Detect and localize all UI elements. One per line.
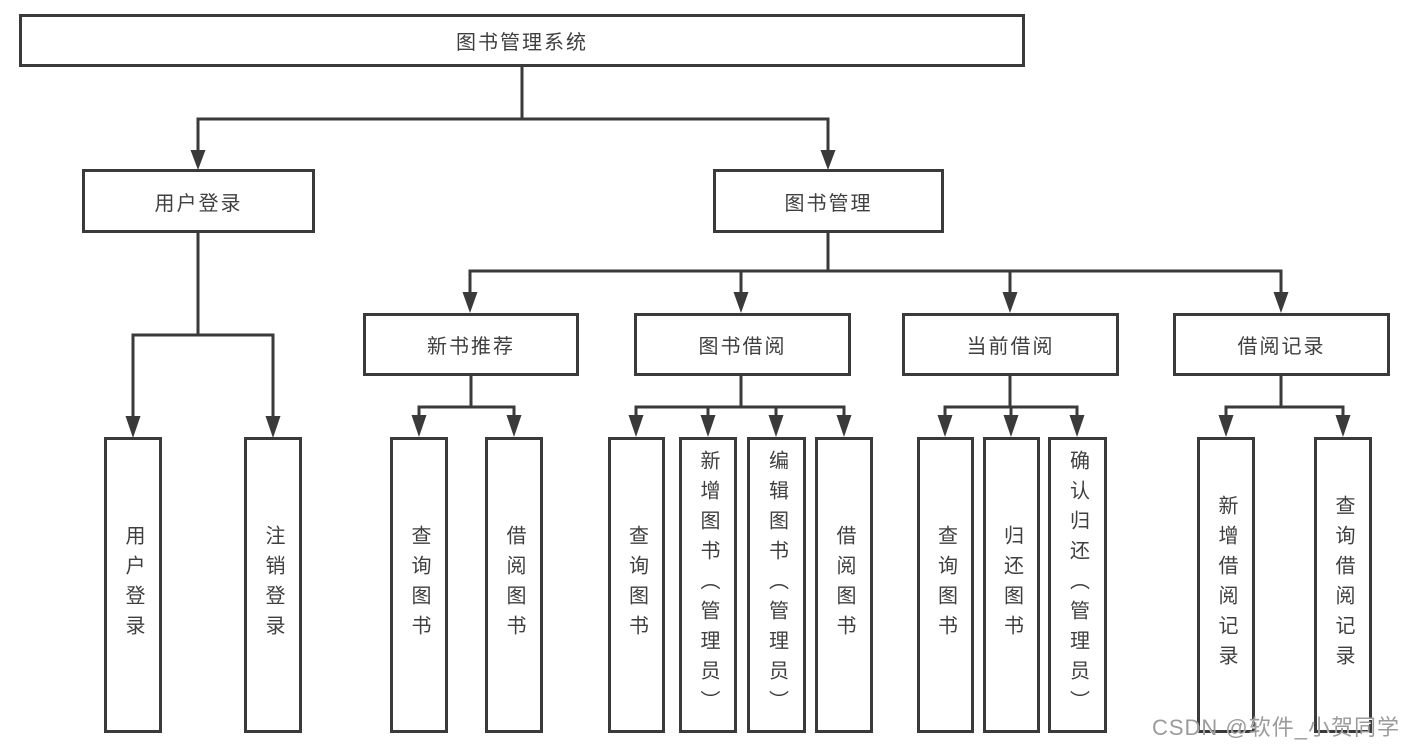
arrowhead bbox=[506, 415, 522, 437]
leaf-confirm-return-admin: 确认归还（管理员） bbox=[1048, 437, 1107, 733]
arrowhead bbox=[733, 292, 749, 313]
watermark: CSDN @软件_小贺同学 bbox=[1151, 715, 1400, 740]
leaf-query-borrow-record: 查询借阅记录 bbox=[1314, 437, 1372, 733]
arrowhead bbox=[700, 415, 716, 437]
node-book-management: 图书管理 bbox=[713, 169, 944, 233]
leaf-logout: 注销登录 bbox=[244, 437, 302, 733]
node-user-login: 用户登录 bbox=[82, 169, 315, 233]
leaf-return-books: 归还图书 bbox=[983, 437, 1040, 733]
leaf-add-borrow-record: 新增借阅记录 bbox=[1197, 437, 1255, 733]
node-borrow-records: 借阅记录 bbox=[1173, 313, 1390, 376]
node-new-book-recommend: 新书推荐 bbox=[363, 313, 579, 376]
arrowhead bbox=[1069, 415, 1085, 437]
arrowhead bbox=[1273, 292, 1289, 313]
node-current-borrow: 当前借阅 bbox=[902, 313, 1119, 376]
arrowhead bbox=[190, 150, 206, 170]
arrowhead bbox=[628, 415, 644, 437]
connector-current-to-leaves bbox=[937, 376, 1085, 437]
arrowhead bbox=[1335, 415, 1351, 437]
leaf-query-books-3: 查询图书 bbox=[917, 437, 974, 733]
node-root: 图书管理系统 bbox=[19, 14, 1025, 67]
connector-bookmgmt-to-level3 bbox=[462, 233, 1289, 313]
arrowhead bbox=[265, 416, 281, 438]
arrowhead bbox=[1003, 415, 1019, 437]
arrowhead bbox=[768, 415, 784, 437]
connector-records-to-leaves bbox=[1218, 376, 1351, 437]
connector-newbook-to-leaves bbox=[411, 376, 522, 437]
leaf-add-books-admin: 新增图书（管理员） bbox=[679, 437, 737, 733]
leaf-query-books-1: 查询图书 bbox=[390, 437, 448, 733]
arrowhead bbox=[937, 415, 953, 437]
leaf-borrow-books-2: 借阅图书 bbox=[815, 437, 873, 733]
connector-borrow-to-leaves bbox=[628, 376, 852, 437]
arrowhead bbox=[1218, 415, 1234, 437]
arrowhead bbox=[411, 415, 427, 437]
arrowhead bbox=[125, 416, 141, 438]
connector-root-to-level2 bbox=[190, 67, 836, 170]
connector-login-to-leaves bbox=[125, 233, 281, 438]
arrowhead bbox=[1002, 292, 1018, 313]
arrowhead bbox=[820, 150, 836, 170]
leaf-user-login: 用户登录 bbox=[104, 437, 162, 733]
leaf-edit-books-admin: 编辑图书（管理员） bbox=[747, 437, 806, 733]
leaf-query-books-2: 查询图书 bbox=[608, 437, 665, 733]
arrowhead bbox=[462, 292, 478, 313]
node-book-borrow: 图书借阅 bbox=[634, 313, 851, 376]
arrowhead bbox=[836, 415, 852, 437]
leaf-borrow-books-1: 借阅图书 bbox=[485, 437, 543, 733]
